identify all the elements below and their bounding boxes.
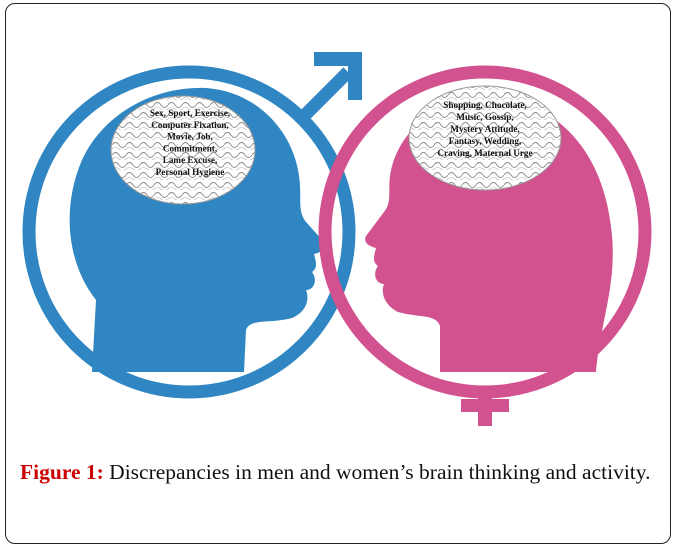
male-brain-text-line: Movie, Job, (167, 132, 213, 142)
female-brain-text-line: Shopping, Chocolate, (443, 100, 526, 110)
female-cross-horizontal (461, 399, 509, 412)
female-brain-text: Shopping, Chocolate, Music, Gossip, Myster… (437, 100, 532, 158)
female-symbol: Shopping, Chocolate, Music, Gossip, Myster… (325, 72, 645, 426)
male-arrow-shaft (300, 72, 348, 120)
figure-caption: Figure 1: Discrepancies in men and women… (20, 458, 658, 487)
male-brain-text-line: Personal Hygiene (156, 167, 225, 177)
male-brain-text-line: Computer Fixation, (151, 120, 228, 130)
female-brain-text-line: Fantasy, Wedding, (449, 136, 522, 146)
figure-label: Figure 1: (20, 460, 104, 484)
female-brain-text-line: Craving, Maternal Urge (437, 148, 532, 158)
figure-caption-text: Discrepancies in men and women’s brain t… (104, 460, 651, 484)
female-brain-text-line: Mystery Attitude, (450, 124, 519, 134)
female-brain-text-line: Music, Gossip, (456, 112, 513, 122)
male-brain-text-line: Sex, Sport, Exercise, (150, 108, 230, 118)
male-brain-text-line: Commitment, (163, 143, 217, 153)
male-brain-text-line: Lame Excuse, (163, 155, 218, 165)
male-symbol: Sex, Sport, Exercise, Computer Fixation, M… (29, 52, 362, 392)
